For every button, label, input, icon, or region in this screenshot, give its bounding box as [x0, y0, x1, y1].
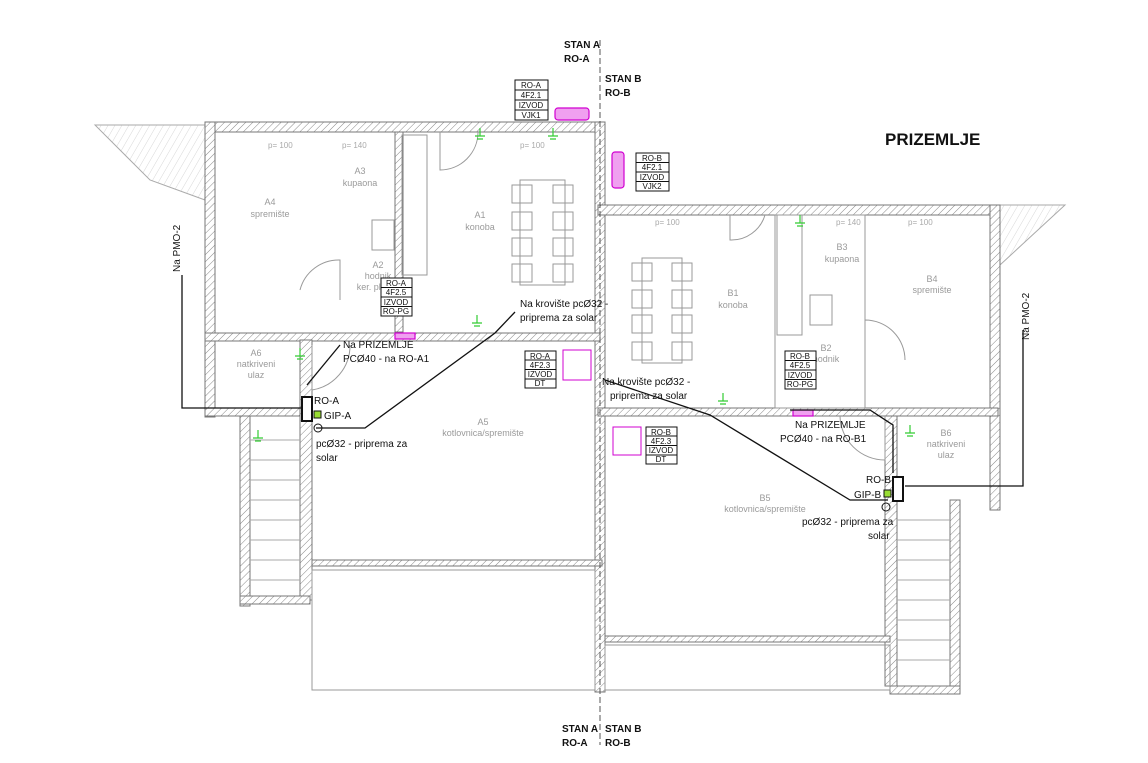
dt-outlet-b	[612, 426, 642, 456]
ro-a-board	[301, 396, 313, 422]
svg-text:IZVOD: IZVOD	[384, 298, 409, 307]
solar-conduit-b	[881, 502, 891, 512]
svg-text:RO-PG: RO-PG	[383, 307, 409, 316]
radiator-vjk2	[611, 151, 625, 189]
svg-text:4F2.5: 4F2.5	[790, 361, 811, 370]
svg-text:4F2.3: 4F2.3	[651, 437, 672, 446]
dt-outlet-a	[562, 349, 592, 381]
radiator-ro-pg-a	[394, 332, 416, 340]
svg-text:RO-A: RO-A	[386, 279, 407, 288]
gip-b-box	[883, 489, 892, 498]
stairs-b	[897, 519, 950, 661]
stan-a-top: STAN A	[564, 40, 600, 51]
svg-text:IZVOD: IZVOD	[519, 101, 544, 110]
kitchen-b	[776, 214, 833, 336]
svg-text:4F2.1: 4F2.1	[521, 91, 542, 100]
kitchen-a	[371, 134, 428, 276]
ro-a-top: RO-A	[564, 54, 590, 65]
ro-b-bottom: RO-B	[605, 738, 631, 749]
svg-text:4F2.5: 4F2.5	[386, 288, 407, 297]
stan-b-top: STAN B	[605, 74, 641, 85]
svg-text:p= 100: p= 100	[268, 141, 293, 150]
gip-a-box	[313, 410, 322, 419]
terrain-slope-left	[93, 124, 206, 201]
svg-text:RO-B: RO-B	[790, 352, 810, 361]
svg-text:p= 100: p= 100	[655, 218, 680, 227]
pmo-label-left: Na PMO-2	[172, 224, 183, 272]
svg-text:p= 140: p= 140	[342, 141, 367, 150]
svg-text:4F2.3: 4F2.3	[530, 361, 551, 370]
solar-conduit-a	[313, 423, 323, 433]
dining-table-a	[511, 179, 574, 286]
krov-label-b: Na krovište pcØ32 -priprema za solar	[602, 377, 690, 402]
ro-b-label: RO-B	[866, 475, 891, 486]
stairs-a	[250, 439, 300, 581]
stan-b-bottom: STAN B	[605, 724, 641, 735]
ro-a-label: RO-A	[314, 396, 339, 407]
doors	[299, 131, 906, 461]
svg-text:IZVOD: IZVOD	[528, 370, 553, 379]
parapet-labels: p= 100 p= 140 p= 100 p= 100 p= 140 p= 10…	[268, 141, 933, 227]
ro-a-bottom: RO-A	[562, 738, 588, 749]
page-title: PRIZEMLJE	[885, 130, 980, 149]
radiator-vjk1	[554, 107, 590, 121]
svg-text:RO-A: RO-A	[530, 352, 551, 361]
ro-b-top: RO-B	[605, 88, 631, 99]
ground-icons	[253, 128, 915, 442]
svg-text:p= 100: p= 100	[520, 141, 545, 150]
svg-text:RO-B: RO-B	[651, 428, 671, 437]
svg-text:VJK2: VJK2	[642, 182, 662, 191]
dining-table-b	[631, 257, 693, 364]
svg-text:RO-A: RO-A	[521, 81, 542, 90]
radiator-ro-pg-b	[792, 409, 814, 417]
pmo-label-right: Na PMO-2	[1021, 292, 1032, 340]
svg-text:IZVOD: IZVOD	[640, 173, 665, 182]
stan-a-bottom: STAN A	[562, 724, 598, 735]
gip-b-label: GIP-B	[854, 490, 882, 501]
svg-text:VJK1: VJK1	[521, 111, 541, 120]
svg-text:RO-PG: RO-PG	[787, 380, 813, 389]
svg-text:DT: DT	[535, 379, 546, 388]
ro-b-board	[892, 476, 904, 502]
svg-text:IZVOD: IZVOD	[649, 446, 674, 455]
svg-text:p= 140: p= 140	[836, 218, 861, 227]
svg-text:IZVOD: IZVOD	[788, 371, 813, 380]
gip-a-label: GIP-A	[324, 411, 352, 422]
svg-text:p= 100: p= 100	[908, 218, 933, 227]
krov-label-a: Na krovište pcØ32 -priprema za solar	[520, 299, 608, 324]
terrain-slope-right	[999, 204, 1067, 267]
cable-lines	[181, 275, 1024, 501]
svg-text:DT: DT	[656, 455, 667, 464]
svg-text:RO-B: RO-B	[642, 154, 662, 163]
building-a-walls	[204, 121, 606, 693]
svg-text:4F2.1: 4F2.1	[642, 163, 663, 172]
